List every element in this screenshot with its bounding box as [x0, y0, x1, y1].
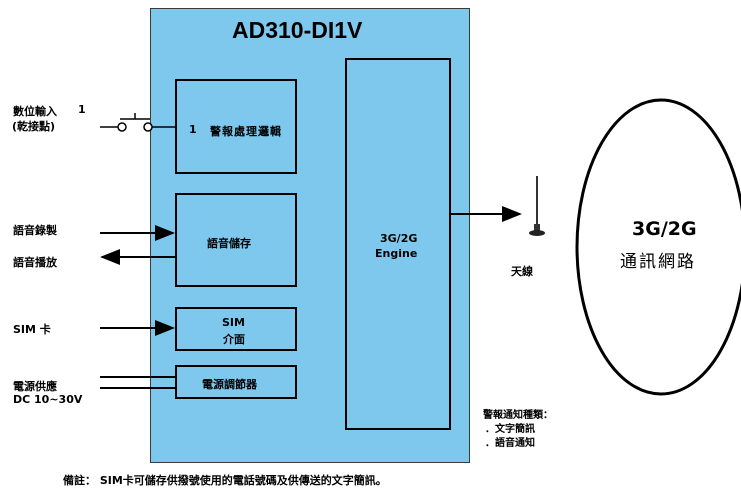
power-regulator-label: 電源調節器	[202, 378, 257, 391]
sim-interface-line1: SIM	[222, 316, 245, 329]
alarm-types-title: 警報通知種類：	[483, 410, 553, 421]
power-regulator-block: 電源調節器	[175, 365, 297, 399]
alarm-logic-number: 1	[189, 123, 197, 136]
digital-input-label: 數位輸入	[13, 105, 57, 118]
antenna-icon	[529, 176, 545, 236]
antenna-label: 天線	[511, 265, 533, 278]
engine-line2: Engine	[375, 247, 418, 260]
device-title: AD310-DI1V	[232, 17, 363, 43]
power-voltage-label: DC 10~30V	[13, 393, 83, 406]
network-title: 3G/2G	[632, 218, 697, 240]
alarm-logic-block: 1 警報處理邏輯	[175, 79, 297, 174]
alarm-type-sms: ．文字簡訊	[485, 424, 535, 435]
dry-contact-switch-icon	[100, 113, 175, 132]
sim-card-label: SIM 卡	[13, 323, 51, 336]
footnote: 備註： SIM卡可儲存供撥號使用的電話號碼及供傳送的文字簡訊。	[63, 474, 387, 487]
sim-interface-block: SIM 介面	[175, 307, 297, 351]
dry-contact-label: (乾接點)	[12, 120, 56, 133]
alarm-logic-label: 警報處理邏輯	[210, 125, 282, 138]
engine-line1: 3G/2G	[380, 232, 418, 245]
voice-storage-label: 語音儲存	[207, 237, 251, 250]
network-ellipse	[575, 98, 741, 396]
sim-interface-line2: 介面	[223, 333, 245, 346]
power-supply-label: 電源供應	[13, 380, 57, 393]
voice-record-label: 語音錄製	[13, 224, 57, 237]
network-label: 通訊網路	[620, 252, 696, 272]
engine-block: 3G/2G Engine	[345, 58, 451, 430]
voice-play-label: 語音播放	[13, 256, 57, 269]
alarm-type-voice: ．語音通知	[485, 438, 535, 449]
digital-input-number: 1	[78, 103, 86, 116]
voice-storage-block: 語音儲存	[175, 193, 297, 287]
